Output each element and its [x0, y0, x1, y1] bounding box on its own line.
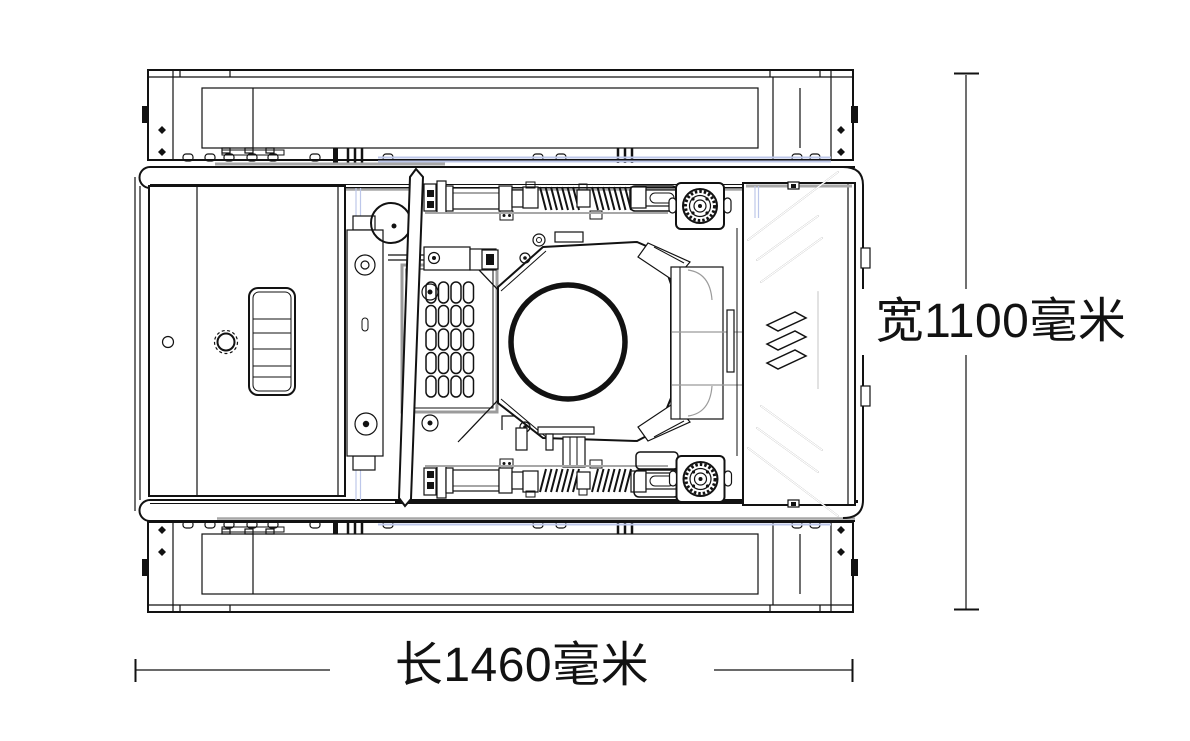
track-band-bottom	[140, 516, 860, 614]
drive-motor-top	[668, 182, 732, 230]
track-band-top	[142, 69, 858, 166]
support-beam	[397, 167, 425, 508]
battery-pack	[248, 287, 296, 396]
coil-spring	[539, 186, 580, 211]
hatched-bolt	[216, 332, 236, 352]
center-linkage-bottom	[421, 414, 595, 468]
louver-parallelograms	[765, 311, 808, 370]
vent-slots	[756, 215, 823, 473]
left-equipment-box	[148, 185, 346, 497]
mount-bracket-strip	[346, 188, 384, 500]
suspension-bottom	[423, 458, 679, 499]
width-dimension-label: 宽1100毫米	[860, 289, 1142, 355]
fan-shroud	[457, 233, 691, 443]
right-slotted-panel	[742, 171, 856, 517]
fan-circle	[508, 282, 628, 402]
radiator-grid	[425, 281, 475, 398]
idler-pulley	[370, 202, 412, 244]
coil-spring	[591, 186, 632, 211]
drive-motor-bottom	[668, 454, 733, 504]
length-dimension-label: 长1460毫米	[330, 636, 714, 696]
center-linkage-top	[388, 231, 584, 301]
fan-duct	[670, 228, 743, 456]
